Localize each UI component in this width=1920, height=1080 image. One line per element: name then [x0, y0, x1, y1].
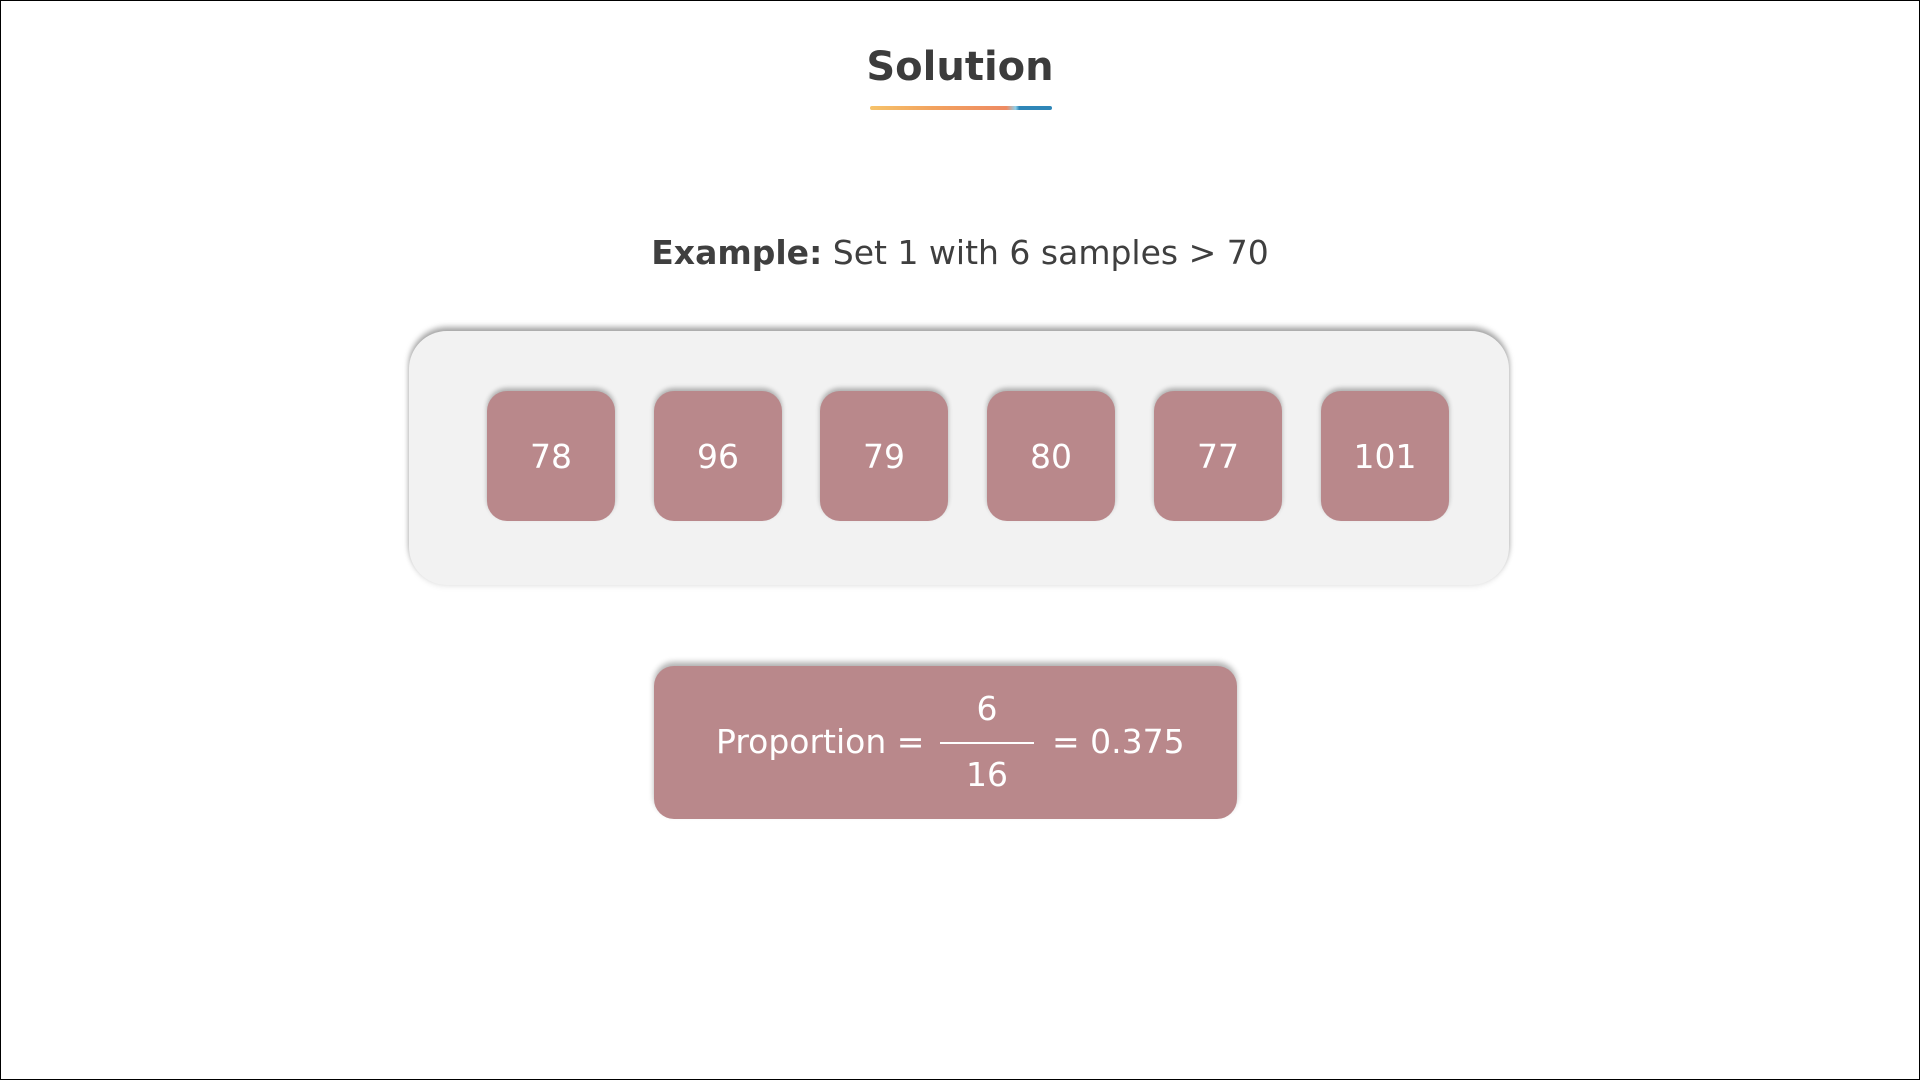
- sample-chip: 78: [487, 391, 615, 521]
- sample-chip: 80: [987, 391, 1115, 521]
- proportion-box: Proportion = 6 16 = 0.375: [654, 666, 1237, 819]
- title-underline: [870, 106, 1052, 110]
- sample-chip: 96: [654, 391, 782, 521]
- example-line: Example: Set 1 with 6 samples > 70: [1, 229, 1919, 277]
- fraction-bar: [940, 742, 1034, 744]
- sample-chip: 79: [820, 391, 948, 521]
- sample-chip: 77: [1154, 391, 1282, 521]
- fraction-denominator: 16: [966, 755, 1008, 794]
- proportion-label: Proportion =: [716, 722, 925, 761]
- proportion-result: = 0.375: [1052, 722, 1185, 761]
- slide-title: Solution: [866, 44, 1054, 90]
- sample-chip: 101: [1321, 391, 1449, 521]
- example-label: Example:: [651, 233, 823, 272]
- samples-panel: 78 96 79 80 77 101: [409, 331, 1509, 585]
- fraction-numerator: 6: [976, 689, 998, 728]
- example-text: Set 1 with 6 samples > 70: [832, 233, 1269, 272]
